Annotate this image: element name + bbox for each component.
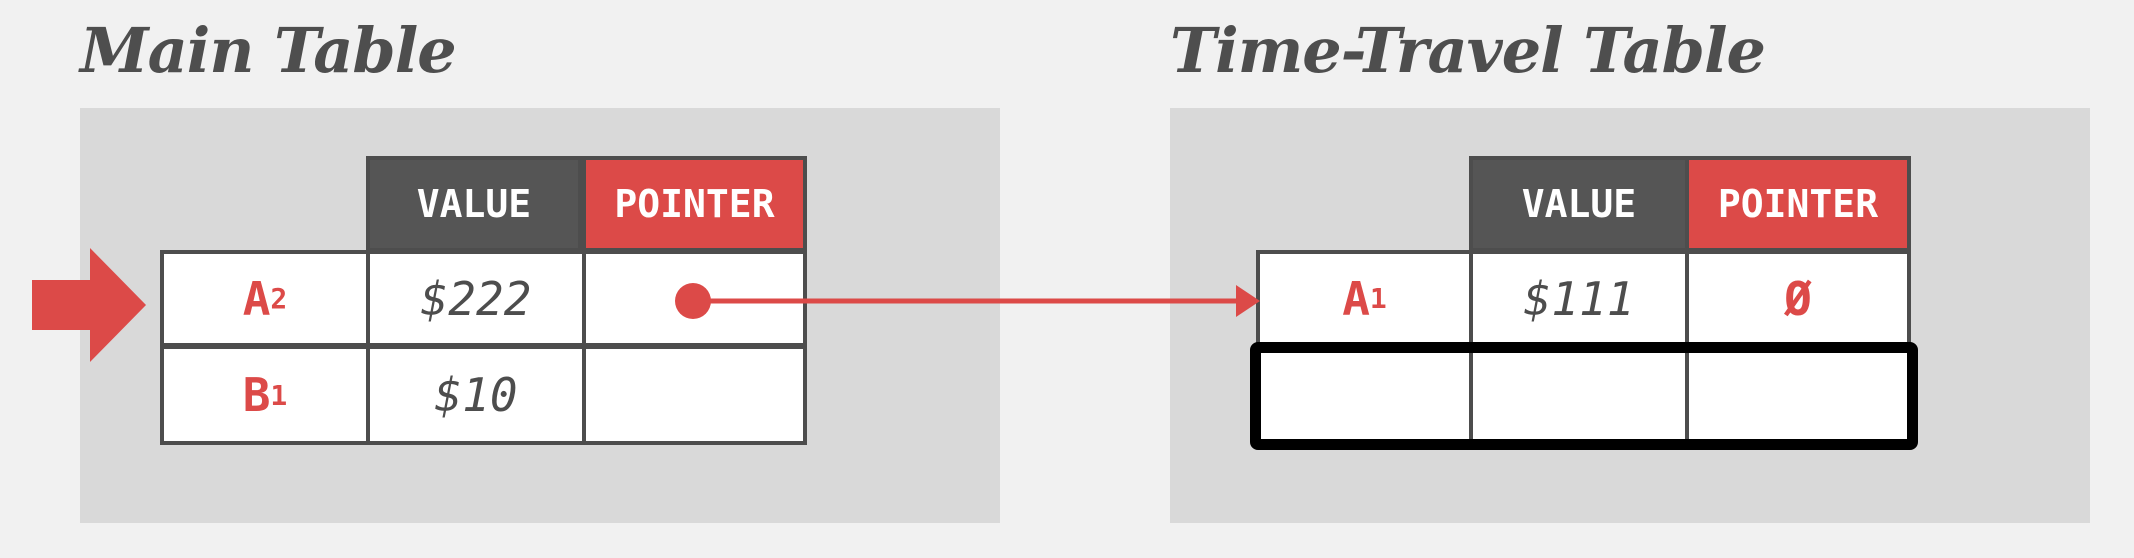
main-row-2-pointer bbox=[582, 345, 807, 445]
main-row-2-value: $10 bbox=[366, 345, 586, 445]
time-travel-table-title: Time-Travel Table bbox=[1170, 14, 1766, 87]
main-row-2-key-letter: B bbox=[242, 368, 271, 422]
main-row-2-key-sub: 1 bbox=[270, 378, 288, 412]
current-row-arrow bbox=[32, 248, 146, 362]
main-row-1-key-sub: 2 bbox=[270, 282, 288, 315]
main-table-title: Main Table bbox=[80, 14, 457, 87]
tt-row-1-key-sub: 1 bbox=[1369, 282, 1387, 315]
tt-row-1-key-letter: A bbox=[1342, 271, 1370, 326]
new-version-slot-highlight bbox=[1250, 342, 1918, 450]
tt-header-value: VALUE bbox=[1469, 156, 1689, 252]
main-row-1-key-letter: A bbox=[242, 271, 271, 326]
pointer-link-arrowhead bbox=[1236, 285, 1260, 317]
main-header-pointer: POINTER bbox=[582, 156, 807, 252]
